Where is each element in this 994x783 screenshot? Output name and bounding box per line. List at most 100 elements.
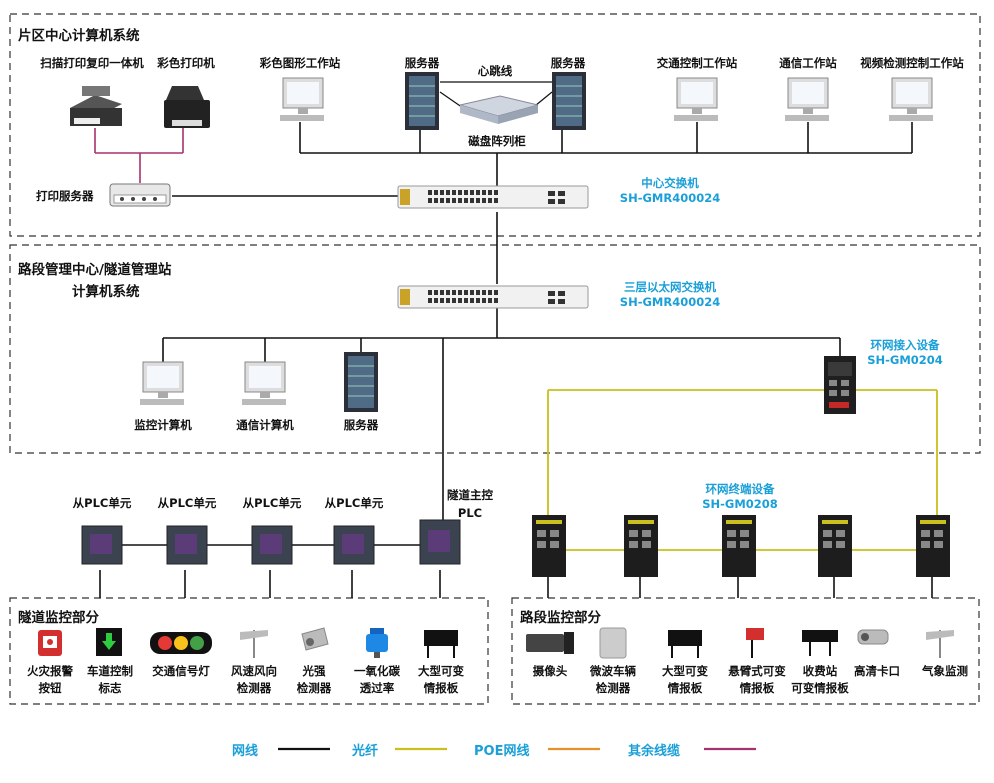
tunnel-device-label-6b: 透过率 [359, 681, 395, 695]
legend-label-fiber: 光纤 [352, 744, 379, 759]
station-switch-model: SH-GMR400024 [619, 295, 721, 309]
road-monitoring-frame [511, 597, 980, 705]
ring-terminal-icon-3 [722, 515, 756, 577]
scanner-printer-icon [70, 86, 122, 126]
vms-board-icon-road [668, 630, 702, 658]
legend-label-other: 其余线缆 [628, 744, 681, 759]
comm-computer-icon [242, 361, 286, 405]
disk-array-label: 磁盘阵列柜 [468, 134, 526, 148]
toll-vms-icon [802, 630, 838, 656]
tunnel-section-title: 隧道监控部分 [18, 610, 99, 626]
station-server-icon [344, 352, 378, 412]
color-printer-icon [164, 86, 210, 128]
ring-terminal-icon-4 [818, 515, 852, 577]
road-device-label-5a: 收费站 [802, 664, 838, 678]
comm-workstation-icon [785, 77, 829, 121]
station-switch-icon [397, 285, 589, 309]
plc-units [81, 519, 461, 565]
disk-array-icon [459, 95, 539, 124]
station-system-frame [9, 244, 981, 454]
ring-terminal-caption: 环网终端设备 SH-GM0208 [690, 482, 790, 512]
lane-control-sign-icon [96, 628, 122, 656]
tunnel-device-label-3a: 交通信号灯 [152, 664, 210, 678]
ring-terminal-icon-5 [916, 515, 950, 577]
light-detector-icon [301, 627, 329, 651]
tunnel-monitoring-frame [9, 597, 489, 705]
cantilever-vms-icon [746, 628, 764, 658]
tunnel-device-label-2b: 标志 [98, 681, 122, 695]
road-device-icons [526, 627, 954, 659]
co-detector-icon [366, 628, 388, 658]
legend-label-poe: POE网线 [474, 744, 530, 759]
central-switch-caption: 中心交换机 SH-GMR400024 [610, 176, 730, 206]
ring-access-model: SH-GM0204 [867, 353, 943, 367]
weather-station-icon [926, 630, 954, 658]
traffic-workstation-label: 交通控制工作站 [656, 56, 738, 70]
ring-terminal-icon-1 [532, 515, 566, 577]
station-title-line2: 计算机系统 [72, 284, 140, 300]
video-workstation-label: 视频检测控制工作站 [860, 56, 964, 70]
slave-plc-icon-2 [166, 525, 208, 565]
road-device-label-3a: 大型可变 [662, 664, 708, 678]
ring-access-caption: 环网接入设备 SH-GM0204 [860, 338, 950, 368]
scanner-label: 扫描打印复印一体机 [40, 56, 144, 70]
tunnel-device-label-4a: 风速风向 [231, 664, 277, 678]
traffic-workstation-icon [674, 77, 718, 121]
station-switch-caption: 三层以太网交换机 SH-GMR400024 [600, 280, 740, 310]
hd-checkpoint-icon [857, 629, 889, 645]
road-device-label-3b: 情报板 [667, 681, 703, 695]
server-right-icon [552, 72, 586, 130]
video-workstation-icon [889, 77, 933, 121]
master-plc-label-line1: 隧道主控 [447, 488, 493, 502]
central-system-title: 片区中心计算机系统 [18, 28, 140, 44]
road-device-label-2a: 微波车辆 [590, 664, 636, 678]
central-network-lines [172, 81, 913, 284]
slave-plc-icon-3 [251, 525, 293, 565]
fiber-ring-lines [547, 389, 938, 551]
slave-plc-icon-1 [81, 525, 123, 565]
station-server-label: 服务器 [343, 418, 379, 432]
ring-access-name: 环网接入设备 [870, 338, 940, 352]
legend-label-network: 网线 [232, 744, 259, 759]
comm-computer-label: 通信计算机 [236, 418, 294, 432]
station-title-line1: 路段管理中心/隧道管理站 [18, 262, 172, 278]
color-printer-label: 彩色打印机 [157, 56, 215, 70]
tunnel-device-label-1a: 火灾报警 [27, 664, 73, 678]
server-left-icon [405, 72, 439, 130]
central-system-frame [9, 13, 981, 237]
ring-terminal-name: 环网终端设备 [705, 482, 775, 496]
heartbeat-label: 心跳线 [477, 64, 513, 78]
road-device-label-5b: 可变情报板 [791, 681, 849, 695]
tunnel-device-label-7a: 大型可变 [418, 664, 464, 678]
road-device-label-2b: 检测器 [595, 681, 631, 695]
road-device-label-6a: 高清卡口 [854, 664, 900, 678]
tunnel-device-label-2a: 车道控制 [87, 664, 133, 678]
central-switch-model: SH-GMR400024 [619, 191, 721, 205]
graphics-workstation-label: 彩色图形工作站 [259, 56, 341, 70]
monitor-computer-label: 监控计算机 [134, 418, 192, 432]
printer-cable-lines [94, 128, 184, 183]
central-switch-name: 中心交换机 [641, 176, 699, 190]
slave-plc-icon-4 [333, 525, 375, 565]
comm-workstation-label: 通信工作站 [779, 56, 837, 70]
microwave-detector-icon [599, 627, 627, 659]
tunnel-device-label-6a: 一氧化碳 [354, 664, 400, 678]
central-switch-icon [397, 185, 589, 209]
station-switch-name: 三层以太网交换机 [624, 280, 716, 294]
slave-plc-label-3: 从PLC单元 [242, 496, 302, 510]
server-left-label: 服务器 [404, 56, 440, 70]
ring-terminals [532, 515, 950, 577]
road-device-label-1a: 摄像头 [532, 664, 568, 678]
tunnel-device-label-5b: 检测器 [296, 681, 332, 695]
ring-access-device-icon [824, 356, 856, 414]
tunnel-device-label-4b: 检测器 [236, 681, 272, 695]
traffic-light-icon [150, 632, 212, 654]
monitor-computer-icon [140, 361, 184, 405]
tunnel-device-icons [38, 627, 458, 658]
graphics-workstation-icon [280, 77, 324, 121]
slave-plc-label-1: 从PLC单元 [72, 496, 132, 510]
road-device-label-4a: 悬臂式可变 [728, 664, 786, 678]
print-server-label: 打印服务器 [36, 189, 94, 203]
fire-alarm-button-icon [38, 630, 62, 656]
